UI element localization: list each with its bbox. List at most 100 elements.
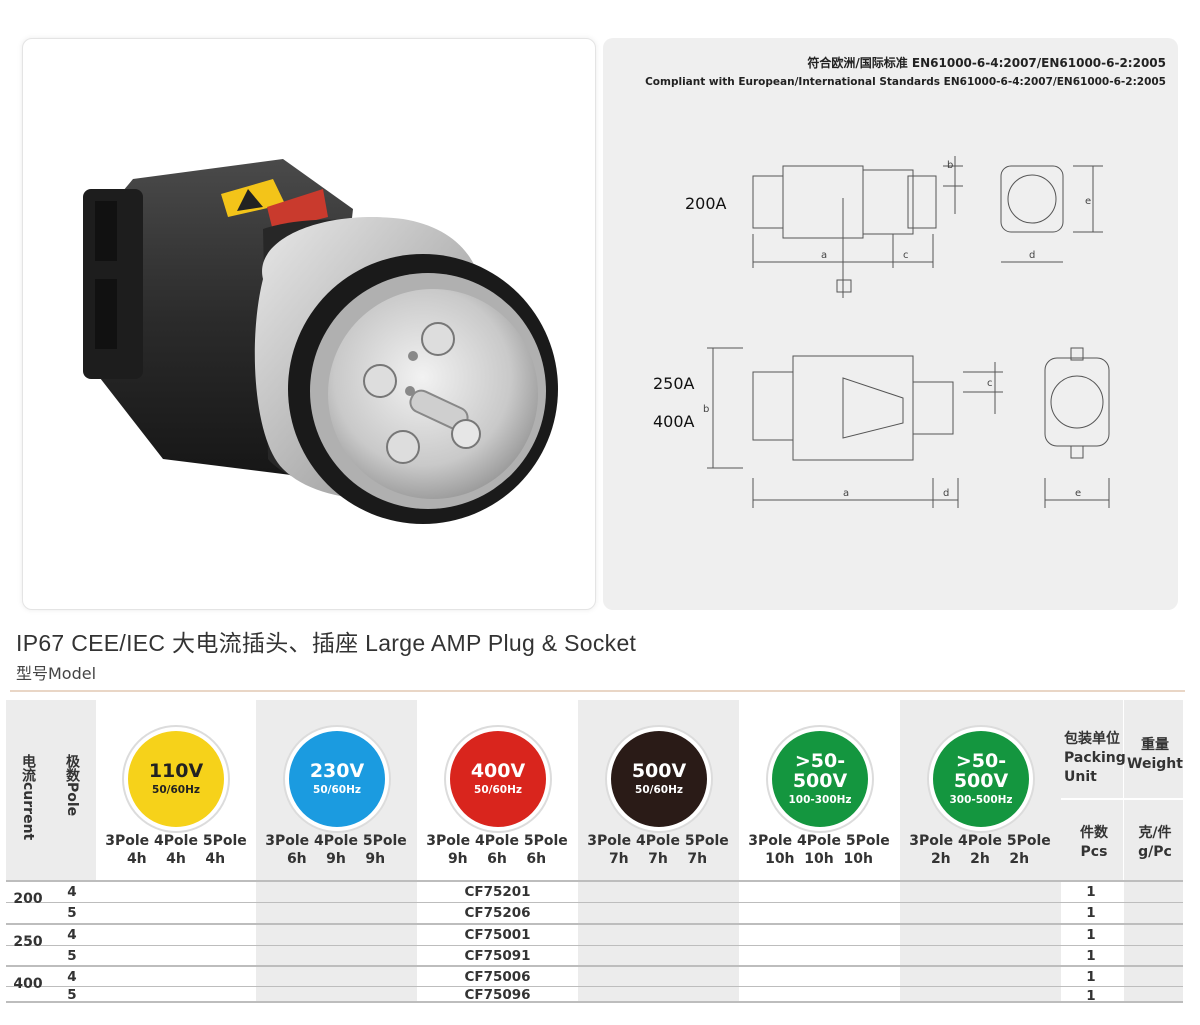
row-separator (6, 880, 1183, 882)
row-bg (417, 946, 578, 966)
row-bg (578, 903, 739, 923)
row-bg (417, 903, 578, 923)
voltage-badge-110v: 110V 50/60Hz (124, 727, 228, 831)
voltage-badge-50-500v-300-500hz: >50-500V 300-500Hz (929, 727, 1033, 831)
product-photo-panel (22, 38, 596, 610)
row-bg (739, 967, 900, 987)
pole-names: 3Pole 4Pole 5Pole (909, 833, 1051, 849)
dim-c-200: c (903, 250, 909, 261)
row-bg (256, 903, 417, 923)
row-separator (6, 1001, 1183, 1003)
voltage-badge-230v: 230V 50/60Hz (285, 727, 389, 831)
row-bg (900, 882, 1061, 902)
header-cell-pole (50, 700, 96, 880)
row-bg (739, 882, 900, 902)
voltage-value: 500V (631, 760, 687, 783)
voltage-value: 230V (309, 760, 365, 783)
row-bg (96, 925, 256, 945)
pole-value: 5 (67, 905, 77, 921)
row-bg (417, 882, 578, 902)
row-bg (256, 882, 417, 902)
table-row: 4 CF75201 1 (6, 882, 1183, 902)
pcs-header: 件数 Pcs (1080, 825, 1108, 860)
frequency-value: 50/60Hz (635, 783, 683, 796)
rating-400a-label: 400A (653, 412, 695, 431)
header-inner-divider (1061, 798, 1183, 800)
row-bg (900, 967, 1061, 987)
current-value: 400 (13, 976, 43, 992)
packing-value: 1 (1086, 969, 1096, 985)
standard-text-en: Compliant with European/International St… (645, 76, 1166, 88)
section-divider (10, 690, 1185, 692)
row-bg (578, 925, 739, 945)
dim-c-400: c (987, 378, 993, 389)
g-per-pc-header: 克/件 g/Pc (1138, 825, 1172, 860)
row-bg (1061, 967, 1124, 987)
table-row: 5 CF75091 1 (6, 946, 1183, 966)
row-bg (417, 967, 578, 987)
dim-a-400: a (843, 488, 849, 499)
packing-value: 1 (1086, 948, 1096, 964)
rating-250a-label: 250A (653, 374, 695, 393)
current-header: 电流current (20, 754, 36, 841)
dim-e-400: e (1075, 488, 1081, 499)
pole-hours-230v: 3Pole 4Pole 5Pole 6h 9h 9h (256, 832, 416, 868)
row-bg (578, 946, 739, 966)
voltage-badge-50-500v-100-300hz: >50-500V 100-300Hz (768, 727, 872, 831)
pole-hours: 4h 4h 4h (126, 851, 226, 868)
model-number: CF75001 (464, 927, 531, 943)
pole-value: 5 (67, 948, 77, 964)
table-row: 5 CF75096 1 (6, 987, 1183, 1004)
pole-hours-50-500v-a: 3Pole 4Pole 5Pole 10h 10h 10h (739, 832, 899, 868)
row-bg (739, 946, 900, 966)
frequency-value: 300-500Hz (949, 793, 1013, 806)
frequency-value: 50/60Hz (152, 783, 200, 796)
row-bg (739, 903, 900, 923)
table-row: 5 CF75206 1 (6, 903, 1183, 923)
row-bg (96, 882, 256, 902)
pole-names: 3Pole 4Pole 5Pole (748, 833, 890, 849)
model-number: CF75096 (464, 987, 531, 1003)
model-number: CF75006 (464, 969, 531, 985)
row-bg (256, 987, 417, 1001)
pole-hours: 9h 6h 6h (447, 851, 547, 868)
pole-value: 4 (67, 884, 77, 900)
pole-value: 5 (67, 987, 77, 1003)
row-bg (96, 903, 256, 923)
row-bg (1124, 987, 1183, 1001)
pole-names: 3Pole 4Pole 5Pole (265, 833, 407, 849)
rating-200a-label: 200A (685, 194, 727, 213)
row-bg (1124, 925, 1183, 945)
dim-a-200: a (821, 250, 827, 261)
plug-product-image (83, 159, 558, 524)
dim-b-400: b (703, 404, 709, 415)
row-bg (417, 987, 578, 1001)
row-separator (6, 965, 1183, 967)
voltage-value: 110V (148, 760, 204, 783)
packing-value: 1 (1086, 905, 1096, 921)
product-title: IP67 CEE/IEC 大电流插头、插座 Large AMP Plug & S… (16, 630, 637, 656)
pole-value: 4 (67, 927, 77, 943)
row-bg (900, 946, 1061, 966)
row-bg (1061, 946, 1124, 966)
pole-names: 3Pole 4Pole 5Pole (587, 833, 729, 849)
packing-value: 1 (1086, 927, 1096, 943)
packing-value: 1 (1086, 988, 1096, 1004)
voltage-value: 400V (470, 760, 526, 783)
frequency-value: 50/60Hz (313, 783, 361, 796)
pole-names: 3Pole 4Pole 5Pole (105, 833, 247, 849)
pole-hours-110v: 3Pole 4Pole 5Pole 4h 4h 4h (96, 832, 256, 868)
pole-hours-500v: 3Pole 4Pole 5Pole 7h 7h 7h (578, 832, 738, 868)
pole-hours: 6h 9h 9h (286, 851, 386, 868)
table-row: 4 CF75001 1 (6, 925, 1183, 945)
row-bg (256, 925, 417, 945)
header-cell-weight (1124, 700, 1183, 880)
header-cell-packing (1061, 700, 1123, 880)
row-bg (96, 967, 256, 987)
pole-hours-400v: 3Pole 4Pole 5Pole 9h 6h 6h (417, 832, 577, 868)
dim-b-200: b (947, 160, 953, 171)
pole-hours: 7h 7h 7h (608, 851, 708, 868)
dim-d-200: d (1029, 250, 1035, 261)
spec-table: 电流current 极数Pole 110V 50/60Hz 230V 50/60… (6, 700, 1183, 1004)
packing-value: 1 (1086, 884, 1096, 900)
